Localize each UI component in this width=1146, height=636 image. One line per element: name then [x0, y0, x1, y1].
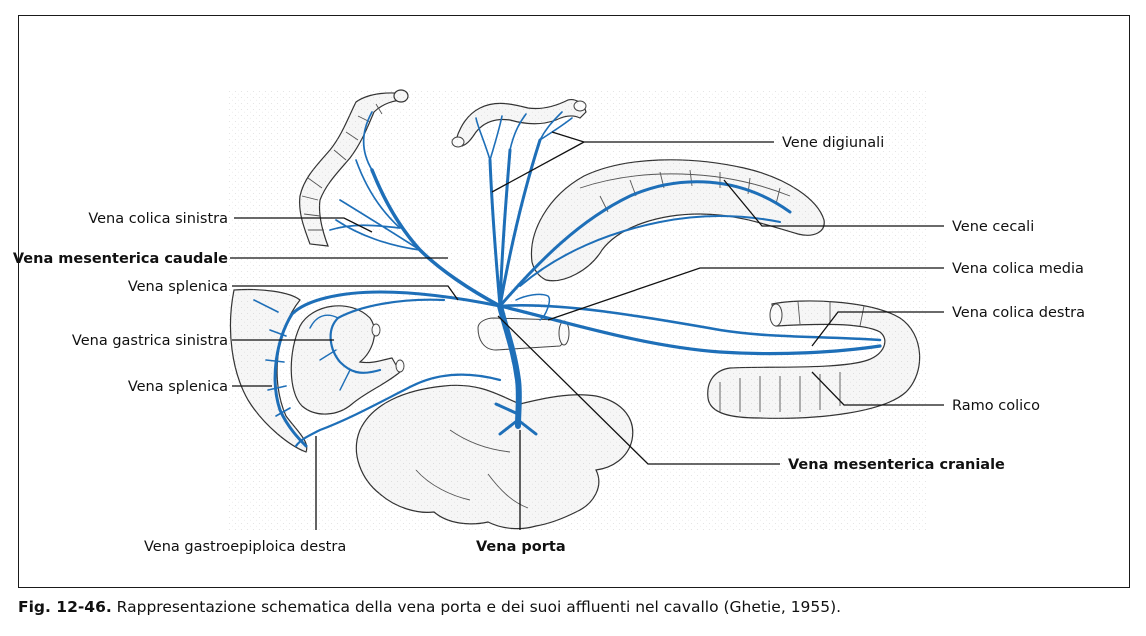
label-vena-porta: Vena porta: [476, 539, 566, 555]
label-vene-digiunali: Vene digiunali: [782, 135, 884, 151]
portal-vein-system: [253, 111, 882, 448]
label-vena-mesenterica-caudale: Vena mesenterica caudale: [13, 251, 228, 267]
label-vena-mesenterica-craniale: Vena mesenterica craniale: [788, 457, 1005, 473]
figure-caption: Fig. 12-46. Rappresentazione schematica …: [18, 598, 841, 616]
leader-lines: [230, 131, 944, 530]
label-vena-gastrica-sinistra: Vena gastrica sinistra: [72, 333, 228, 349]
label-vena-splenica-top: Vena splenica: [128, 279, 228, 295]
label-vene-cecali: Vene cecali: [952, 219, 1034, 235]
label-vena-colica-destra: Vena colica destra: [952, 305, 1085, 321]
label-vena-colica-media: Vena colica media: [952, 261, 1084, 277]
caption-text: Rappresentazione schematica della vena p…: [111, 598, 842, 616]
label-vena-gastroepiploica-destra: Vena gastroepiploica destra: [144, 539, 346, 555]
caption-figure-number: Fig. 12-46.: [18, 598, 112, 616]
label-vena-colica-sinistra: Vena colica sinistra: [88, 211, 228, 227]
label-vena-splenica-bottom: Vena splenica: [128, 379, 228, 395]
label-ramo-colico: Ramo colico: [952, 398, 1040, 414]
